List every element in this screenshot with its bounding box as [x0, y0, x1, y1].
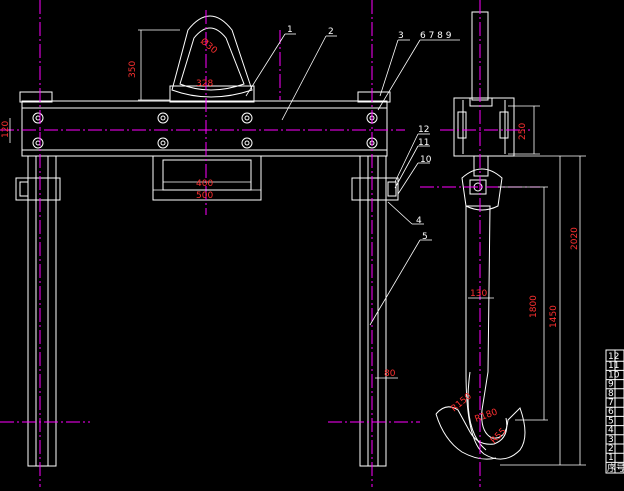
table-row-number: 12 — [608, 352, 619, 362]
dim-r150: R150 — [450, 391, 475, 414]
dim-r180: R180 — [474, 407, 500, 425]
hook-dimension-lines — [468, 105, 586, 466]
dim-1800: 1800 — [529, 295, 539, 318]
part-label-6789: 6 7 8 9 — [420, 31, 452, 41]
lifting-ring — [171, 15, 253, 98]
lifting-ring-inner — [179, 27, 245, 91]
part-label-11: 11 — [418, 138, 429, 148]
dim-2020: 2020 — [570, 227, 580, 250]
dim-350: 350 — [128, 61, 138, 78]
left-end-cap — [19, 91, 53, 103]
part-label-12: 12 — [418, 125, 429, 135]
part-label-4: 4 — [416, 216, 422, 226]
table-row-number: 10 — [608, 370, 620, 380]
hook-tip — [435, 406, 508, 445]
right-end-cap — [357, 91, 391, 103]
table-row-number: 6 — [608, 407, 614, 417]
left-clamp — [15, 177, 61, 201]
leader-lines — [245, 33, 460, 326]
main-beam — [21, 100, 388, 157]
dim-400: 400 — [196, 179, 213, 189]
dim-120: 120 — [1, 121, 11, 138]
table-row-number: 7 — [608, 398, 614, 408]
left-leg — [27, 155, 57, 467]
dim-500: 500 — [196, 191, 213, 201]
hook-eye — [461, 168, 503, 211]
side-view-hook: 250 2020 130 1800 1450 R150 R180 R55 — [420, 0, 586, 487]
ring-base — [169, 85, 255, 103]
table-row-number: 1 — [608, 453, 614, 463]
right-leg — [359, 155, 387, 467]
part-label-1: 1 — [287, 25, 293, 35]
dim-250: 250 — [518, 123, 528, 140]
dim-1450: 1450 — [549, 305, 559, 328]
part-label-3: 3 — [398, 31, 404, 41]
table-row-number: 5 — [608, 416, 614, 426]
table-row-number: 8 — [608, 389, 614, 399]
table-row-number: 3 — [608, 435, 614, 445]
table-row-number: 2 — [608, 444, 614, 454]
dim-130: 130 — [470, 289, 487, 299]
table-row-number: 4 — [608, 426, 614, 436]
front-dimension-lines — [9, 29, 398, 379]
hook-body — [465, 205, 526, 460]
dim-328: 328 — [196, 79, 213, 89]
table-row-number: 9 — [608, 380, 614, 390]
table-footer: 序号 — [607, 462, 624, 474]
part-label-10: 10 — [420, 155, 432, 165]
table-row-number: 11 — [608, 361, 619, 371]
dim-ring: Ø30 — [198, 36, 219, 57]
right-clamp — [351, 177, 399, 201]
dim-80: 80 — [384, 369, 396, 379]
part-label-5: 5 — [422, 232, 428, 242]
front-view: 1 2 3 6 7 8 9 12 11 10 4 5 350 328 Ø30 1… — [0, 0, 460, 487]
part-label-2: 2 — [328, 27, 334, 37]
